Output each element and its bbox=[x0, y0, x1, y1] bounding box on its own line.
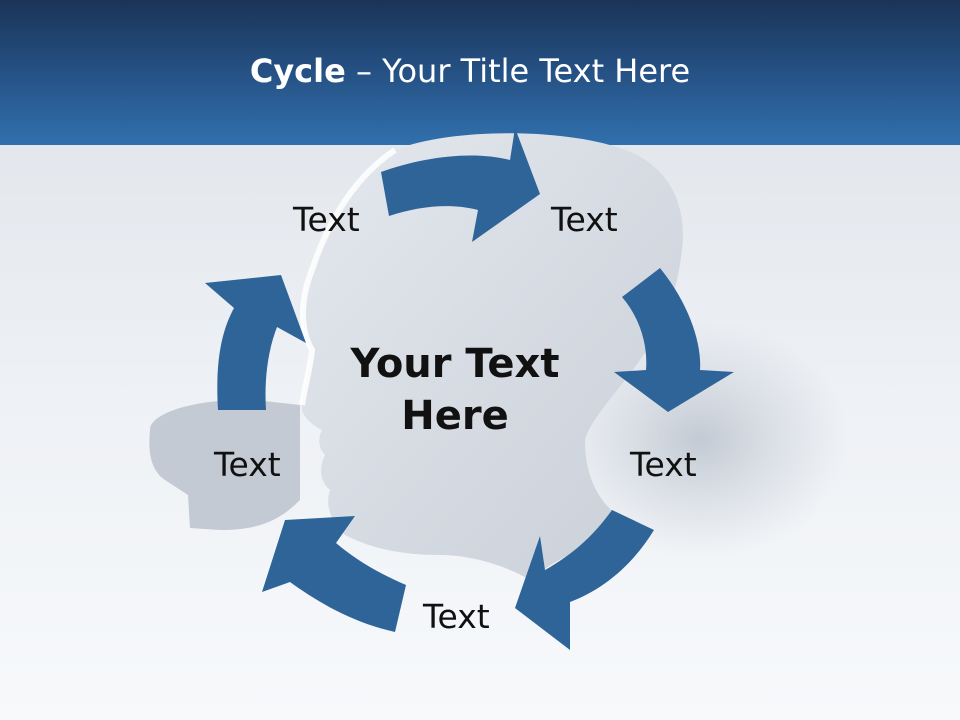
cycle-label-right[interactable]: Text bbox=[630, 445, 697, 484]
head-silhouette-icon bbox=[299, 133, 683, 580]
title-bar: Cycle – Your Title Text Here bbox=[0, 0, 960, 145]
arrow-top bbox=[381, 128, 540, 242]
title-text: – Your Title Text Here bbox=[345, 52, 691, 90]
center-text-line1: Your Text bbox=[350, 341, 560, 387]
cycle-label-top-right[interactable]: Text bbox=[551, 200, 618, 239]
title-bold: Cycle bbox=[249, 52, 346, 90]
slide-title[interactable]: Cycle – Your Title Text Here bbox=[0, 52, 940, 90]
cycle-label-bottom[interactable]: Text bbox=[423, 597, 490, 636]
arrow-right bbox=[614, 268, 734, 412]
arrow-bottom-right bbox=[515, 510, 654, 650]
arrow-bottom-left bbox=[262, 516, 406, 632]
center-text[interactable]: Your Text Here bbox=[335, 338, 575, 442]
arrow-left bbox=[205, 275, 306, 410]
cycle-label-top-left[interactable]: Text bbox=[293, 200, 360, 239]
cycle-label-left[interactable]: Text bbox=[214, 445, 281, 484]
center-text-line2: Here bbox=[401, 393, 509, 439]
